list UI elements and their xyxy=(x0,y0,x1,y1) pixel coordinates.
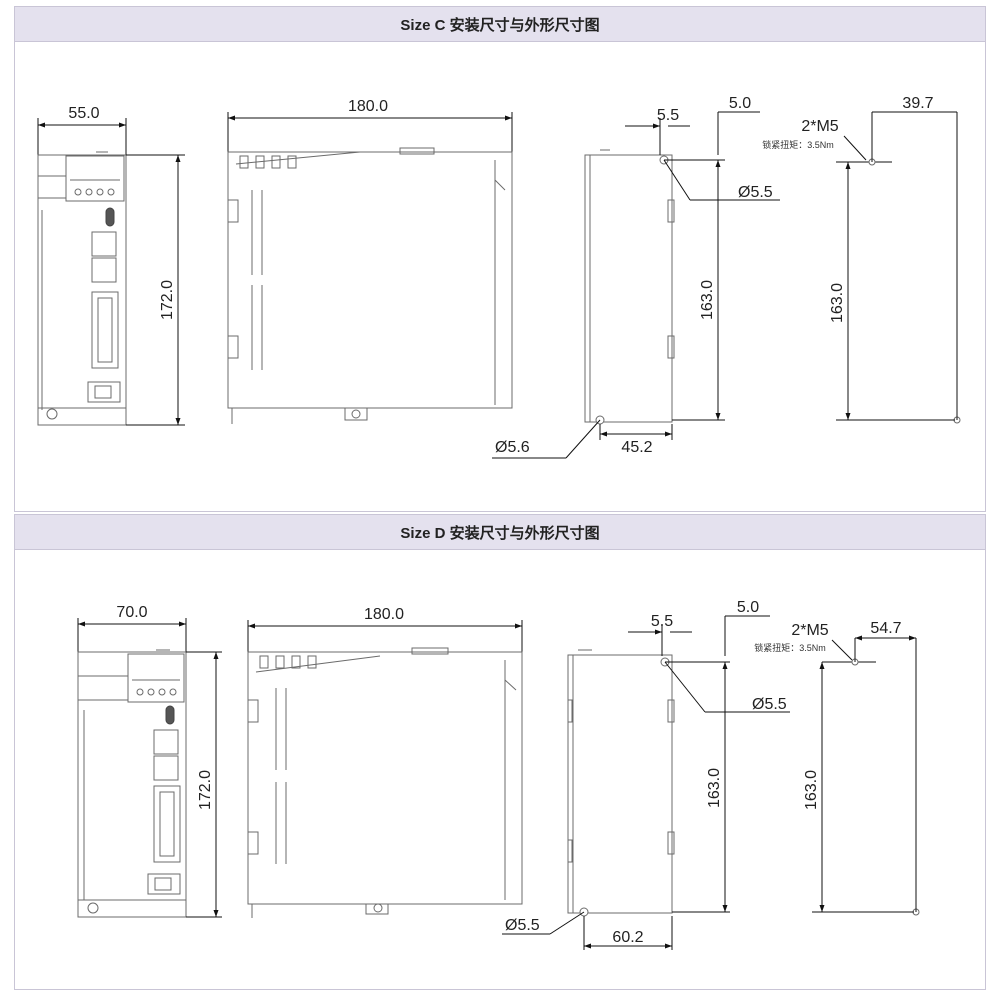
size-c-torque-label: 锁紧扭矩：3.5Nm xyxy=(762,139,834,150)
size-d-depth-label: 180.0 xyxy=(364,606,404,623)
size-d-hole-spacing-label: 60.2 xyxy=(612,929,643,946)
size-c-hole-dia-bottom-label: Ø5.6 xyxy=(495,439,530,456)
size-c-edge-offset-label: 5.0 xyxy=(729,95,751,112)
size-d-mount-view: 5.5 5.0 Ø5.5 163.0 Ø5.5 60.2 xyxy=(502,599,790,950)
size-d-panel: Size D 安装尺寸与外形尺寸图 xyxy=(14,514,986,990)
size-d-hole-dia-bottom-label: Ø5.5 xyxy=(505,917,540,934)
size-c-depth-label: 180.0 xyxy=(348,98,388,115)
size-d-side-view: 180.0 xyxy=(247,606,523,918)
size-c-side-view: 180.0 xyxy=(227,98,513,424)
size-d-height-label: 172.0 xyxy=(197,770,214,810)
size-d-screw-label: 2*M5 xyxy=(791,622,828,639)
size-d-front-view: 70.0 172.0 xyxy=(77,604,222,918)
size-d-hole-offset-label: 5.5 xyxy=(651,613,673,630)
size-d-title: Size D 安装尺寸与外形尺寸图 xyxy=(15,515,985,550)
size-d-cutout-offset-label: 54.7 xyxy=(870,620,901,637)
size-c-front-view: 55.0 172.0 xyxy=(37,105,185,426)
size-c-cutout-offset-label: 39.7 xyxy=(902,95,933,112)
size-d-torque-label: 锁紧扭矩：3.5Nm xyxy=(754,642,826,653)
size-c-screw-label: 2*M5 xyxy=(801,118,838,135)
size-d-hole-dia-top-label: Ø5.5 xyxy=(752,696,787,713)
size-c-title: Size C 安装尺寸与外形尺寸图 xyxy=(15,7,985,42)
size-c-mount-view: 5.5 5.0 Ø5.5 163.0 Ø5.6 45.2 xyxy=(492,95,780,459)
size-d-width-label: 70.0 xyxy=(116,604,147,621)
size-d-edge-offset-label: 5.0 xyxy=(737,599,759,616)
size-c-cutout-height-label: 163.0 xyxy=(829,283,846,323)
size-d-hole-pitch-label: 163.0 xyxy=(706,768,723,808)
size-c-panel: Size C 安装尺寸与外形尺寸图 xyxy=(14,6,986,512)
size-c-hole-pitch-label: 163.0 xyxy=(699,280,716,320)
size-c-cutout-view: 2*M5 锁紧扭矩：3.5Nm 39.7 163.0 xyxy=(762,95,961,424)
size-c-hole-dia-top-label: Ø5.5 xyxy=(738,184,773,201)
size-c-hole-offset-label: 5.5 xyxy=(657,107,679,124)
size-d-cutout-height-label: 163.0 xyxy=(803,770,820,810)
size-c-height-label: 172.0 xyxy=(159,280,176,320)
size-c-hole-spacing-label: 45.2 xyxy=(621,439,652,456)
size-d-cutout-view: 2*M5 锁紧扭矩：3.5Nm 54.7 163.0 xyxy=(754,620,920,916)
size-c-width-label: 55.0 xyxy=(68,105,99,122)
